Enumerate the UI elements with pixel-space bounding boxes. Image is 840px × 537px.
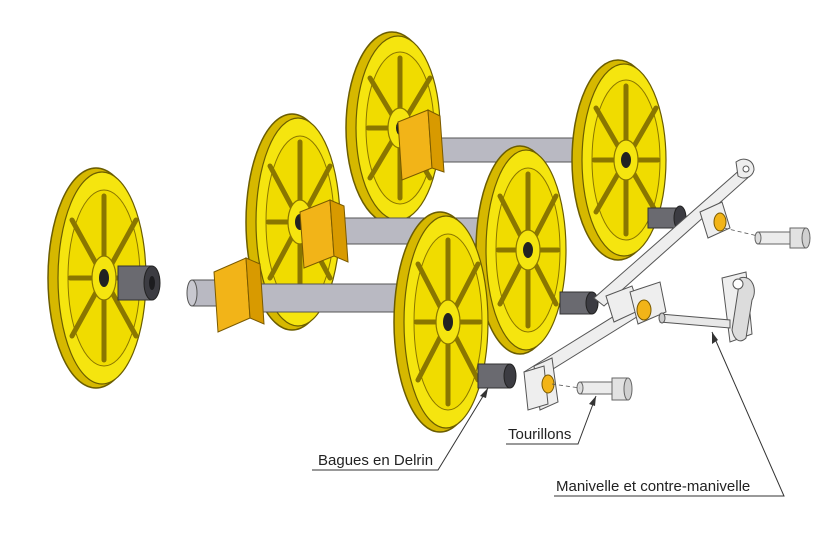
callout-arrowheads (480, 332, 718, 406)
label-manivelle: Manivelle et contre-manivelle (556, 478, 751, 495)
bushing-middle-right (559, 291, 599, 315)
pin-upper (754, 227, 811, 249)
assembly-lines (551, 227, 759, 389)
label-tourillons: Tourillons (508, 426, 572, 443)
axle-box-rear (397, 109, 445, 181)
wheel-front-left-detached (47, 167, 147, 389)
axle-box-middle (299, 199, 349, 269)
axle-box-front (213, 257, 265, 333)
crank (658, 271, 755, 343)
wheel-middle-right (475, 145, 567, 355)
callout-leaders (312, 331, 785, 497)
front-axle-assembly (186, 211, 517, 433)
bushing-front-left (117, 265, 161, 301)
label-bagues-en-delrin: Bagues en Delrin (318, 452, 434, 469)
pin-lower (576, 377, 633, 401)
rod-bosses (541, 212, 727, 394)
wheel-rear-right (571, 59, 667, 261)
wheel-front-right (393, 211, 489, 433)
bushing-front-right (477, 363, 517, 389)
middle-axle-assembly (245, 113, 599, 355)
wheel-middle-left (245, 113, 341, 331)
